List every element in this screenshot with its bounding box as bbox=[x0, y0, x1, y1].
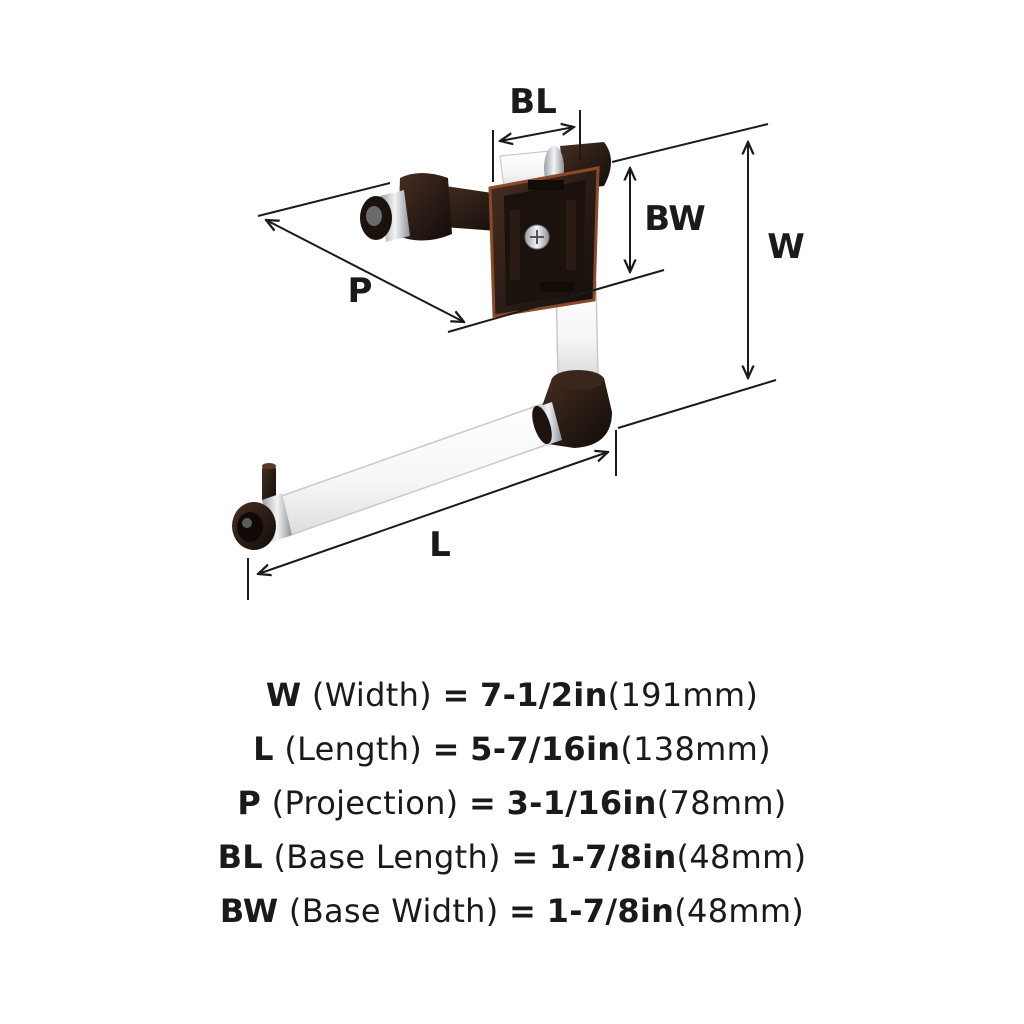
spec-imperial: 5-7/16in bbox=[470, 730, 621, 768]
end-cap bbox=[232, 463, 292, 550]
spec-code: L bbox=[253, 730, 274, 768]
spec-code: BL bbox=[217, 838, 263, 876]
spec-imperial: 3-1/16in bbox=[506, 784, 657, 822]
spec-name: (Length) bbox=[284, 730, 423, 768]
spec-name: (Projection) bbox=[271, 784, 459, 822]
spec-metric: (138mm) bbox=[620, 730, 771, 768]
p-dimension-arrow bbox=[266, 220, 464, 322]
elbow-fitting bbox=[532, 370, 612, 448]
spec-equals: = bbox=[442, 676, 470, 714]
spec-row-base-length: BL (Base Length) = 1-7/8in(48mm) bbox=[0, 830, 1024, 884]
bw-extension-bottom bbox=[447, 269, 665, 333]
w-label: W bbox=[767, 227, 805, 267]
toilet-paper-holder bbox=[232, 142, 612, 550]
mounting-screw bbox=[524, 224, 550, 250]
l-dimension-arrow bbox=[258, 452, 608, 574]
dimension-lines bbox=[247, 110, 777, 600]
spec-imperial: 7-1/2in bbox=[480, 676, 608, 714]
spec-equals: = bbox=[432, 730, 460, 768]
spec-equals: = bbox=[509, 892, 537, 930]
bl-dimension-arrow bbox=[500, 127, 574, 141]
horizontal-acrylic-rod bbox=[269, 402, 561, 538]
spec-metric: (48mm) bbox=[676, 838, 807, 876]
spec-row-projection: P (Projection) = 3-1/16in(78mm) bbox=[0, 776, 1024, 830]
spec-code: BW bbox=[219, 892, 279, 930]
spec-equals: = bbox=[468, 784, 497, 822]
spec-row-width: W (Width) = 7-1/2in(191mm) bbox=[0, 668, 1024, 722]
bw-extension-top bbox=[611, 123, 769, 163]
bl-label: BL bbox=[509, 82, 557, 122]
spec-row-length: L (Length) = 5-7/16in(138mm) bbox=[0, 722, 1024, 776]
spec-row-base-width: BW (Base Width) = 1-7/8in(48mm) bbox=[0, 884, 1024, 938]
spec-code: W bbox=[265, 676, 302, 714]
dimension-specs-list: W (Width) = 7-1/2in(191mm) L (Length) = … bbox=[0, 668, 1024, 938]
w-extension-bottom bbox=[617, 379, 777, 429]
product-dimension-diagram: BL BW W P L bbox=[232, 82, 805, 600]
spec-code: P bbox=[237, 784, 262, 822]
spec-equals: = bbox=[511, 838, 539, 876]
mounting-base bbox=[488, 166, 600, 318]
spec-imperial: 1-7/8in bbox=[548, 838, 677, 876]
spec-metric: (48mm) bbox=[674, 892, 805, 930]
p-label: P bbox=[348, 271, 373, 311]
spec-name: (Base Length) bbox=[273, 838, 501, 876]
spec-name: (Base Width) bbox=[288, 892, 499, 930]
l-label: L bbox=[429, 525, 451, 565]
spec-metric: (191mm) bbox=[607, 676, 759, 714]
spec-metric: (78mm) bbox=[656, 784, 787, 822]
p-extension-top bbox=[257, 182, 391, 217]
spec-imperial: 1-7/8in bbox=[546, 892, 675, 930]
bw-label: BW bbox=[644, 199, 706, 239]
spec-name: (Width) bbox=[311, 676, 432, 714]
